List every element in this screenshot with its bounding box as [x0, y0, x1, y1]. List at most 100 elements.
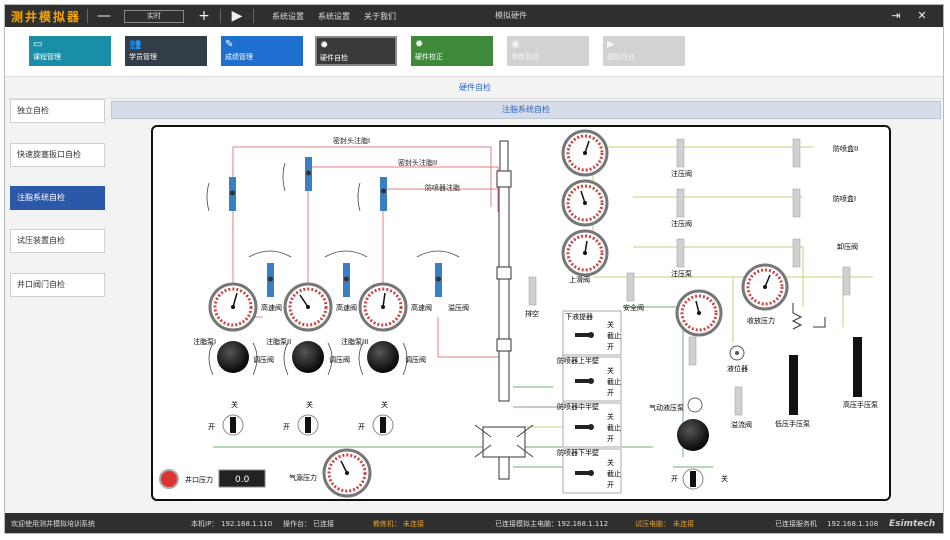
parameter-monitor-button[interactable]: ◉参数监控 — [507, 36, 589, 66]
label-pressure-valve-3: 调压阀 — [405, 355, 426, 364]
pump-knob-1[interactable] — [217, 341, 249, 373]
play-icon: ▶ — [607, 39, 615, 50]
label-safety: 安全阀 — [623, 303, 644, 312]
menu-about[interactable]: 关于我们 — [364, 11, 396, 21]
host-ip: 192.168.1.108 — [827, 520, 879, 528]
terminal-status: 未连接 — [673, 520, 694, 528]
valve-inject-2[interactable] — [676, 188, 685, 218]
window-title: 模拟硬件 — [495, 11, 527, 20]
grease-system-diagram: 密封头注脂I 密封头注脂II 防喷器注脂 — [151, 125, 891, 501]
label-injector3: 注压泵 — [671, 269, 692, 278]
level-sensor-icon — [729, 345, 745, 361]
play-icon[interactable]: ▶ — [231, 8, 243, 24]
wellhead-pressure-value: 0.0 — [235, 475, 250, 485]
label-sensor: 液位器 — [727, 364, 748, 373]
valve-inject-1[interactable] — [676, 138, 685, 168]
wellhead-pressure-display — [218, 469, 266, 488]
bop-switch-3[interactable] — [575, 425, 589, 429]
valve-check-2[interactable] — [792, 138, 801, 168]
separator — [220, 9, 221, 23]
label-seal-flow: 防喷器注脂 — [425, 183, 460, 192]
bop-state-off-1: 关 — [607, 320, 614, 329]
valve-upper[interactable] — [528, 276, 537, 306]
menu-system-settings[interactable]: 系统设置 — [272, 11, 304, 21]
hardware-selftest-button[interactable]: ✹硬件自检 — [315, 36, 397, 66]
gas-pump-indicator — [687, 397, 703, 413]
schematic: 密封头注脂I 密封头注脂II 防喷器注脂 — [159, 129, 878, 498]
simulation-job-button[interactable]: ▶模拟作业 — [603, 36, 685, 66]
bop-state-on-1: 开 — [607, 343, 614, 351]
bop-state-stop-3: 截止 — [607, 423, 621, 432]
high-pressure-pump[interactable] — [853, 337, 862, 397]
valve-inject-3[interactable] — [676, 238, 685, 268]
nav-item-pressure-test[interactable]: 试压装置自检 — [10, 229, 105, 253]
hardware-calibration-button[interactable]: ✹硬件校正 — [411, 36, 493, 66]
label-pressure-valve-1: 调压阀 — [253, 355, 274, 364]
speed-display[interactable]: 实时 — [124, 9, 184, 23]
pump-knob-2[interactable] — [292, 341, 324, 373]
switch-off-label-1: 关 — [231, 400, 238, 409]
nav-item-grease-system[interactable]: 注脂系统自检 — [10, 186, 105, 210]
label-high-pump: 高压手压泵 — [843, 400, 878, 409]
valve-drain[interactable] — [626, 272, 635, 302]
valve-pump[interactable] — [734, 386, 743, 416]
course-management-button[interactable]: ▭课程管理 — [29, 36, 111, 66]
wellhead-pressure-label: 井口压力 — [185, 475, 213, 484]
hand-pumps[interactable] — [789, 337, 862, 415]
valve-safety[interactable] — [842, 266, 851, 296]
low-pressure-pump[interactable] — [789, 355, 798, 415]
gas-pump-switch[interactable] — [682, 468, 704, 490]
pressure-gauges-right — [561, 129, 789, 337]
bop-state-off-3: 关 — [607, 412, 614, 421]
valve-relief[interactable] — [792, 238, 801, 268]
close-icon[interactable]: ✕ — [917, 9, 927, 22]
bop-label-1: 下液提器 — [565, 312, 593, 321]
score-management-button[interactable]: ✎成绩管理 — [221, 36, 303, 66]
users-icon: 👥 — [129, 39, 142, 50]
speed-decrease-button[interactable]: — — [97, 8, 111, 24]
bop-switch-2[interactable] — [575, 379, 589, 383]
valve-check-1[interactable] — [792, 188, 801, 218]
bop-state-stop-1: 截止 — [607, 331, 621, 340]
menu-system-settings-2[interactable]: 系统设置 — [318, 11, 350, 21]
label-injector1: 注压阀 — [671, 169, 692, 178]
nav-item-standalone[interactable]: 独立自检 — [10, 99, 105, 123]
welcome-text: 欢迎使用测井模拟培训系统 — [11, 520, 95, 528]
label-check1: 防喷盒I — [833, 194, 856, 203]
bop-state-off-4: 关 — [607, 458, 614, 467]
bop-switches[interactable] — [575, 332, 594, 476]
gear-icon: ✹ — [415, 39, 424, 50]
bop-switch-4[interactable] — [575, 471, 589, 475]
green-pipes — [213, 306, 713, 468]
switch-on-label-2: 开 — [283, 423, 290, 431]
grey-valves[interactable] — [528, 138, 851, 416]
nav-item-wellhead-valve[interactable]: 井口阀门自检 — [10, 273, 105, 297]
blue-sliders[interactable] — [229, 157, 442, 297]
pump-knobs[interactable] — [217, 341, 399, 373]
slider-3[interactable] — [380, 177, 387, 211]
section-title: 硬件自检 — [5, 77, 943, 99]
gas-pressure-label: 气源压力 — [289, 473, 317, 482]
local-ip-label: 本机IP： — [191, 520, 219, 528]
bop-label-3: 防喷器中半壁 — [557, 402, 599, 411]
nav-item-quick-valve[interactable]: 快速旋塞扳口自检 — [10, 143, 105, 167]
gear-icon: ✹ — [320, 40, 329, 51]
bop-state-stop-4: 截止 — [607, 469, 621, 478]
host-label: 已连接服务机 — [775, 520, 817, 528]
pc-ip: 192.168.1.112 — [557, 520, 609, 528]
label-pump2: 注脂泵II — [266, 337, 291, 346]
label-drain: 排空 — [525, 309, 539, 318]
pump-knob-3[interactable] — [367, 341, 399, 373]
operator-label: 操作台： — [283, 520, 311, 528]
exit-icon[interactable]: ⇥ — [891, 9, 901, 22]
gas-pump-knob[interactable] — [677, 419, 709, 451]
speed-increase-button[interactable]: + — [198, 8, 210, 24]
toggle-switches[interactable] — [222, 414, 394, 436]
label-injector2: 注压阀 — [671, 219, 692, 228]
bop-switch-1[interactable] — [575, 333, 589, 337]
valve-lower[interactable] — [688, 336, 697, 366]
student-management-button[interactable]: 👥学员管理 — [125, 36, 207, 66]
panel-title: 注脂系统自检 — [111, 101, 941, 119]
bop-state-off-2: 关 — [607, 366, 614, 375]
label-valve1: 高速阀 — [261, 303, 282, 312]
